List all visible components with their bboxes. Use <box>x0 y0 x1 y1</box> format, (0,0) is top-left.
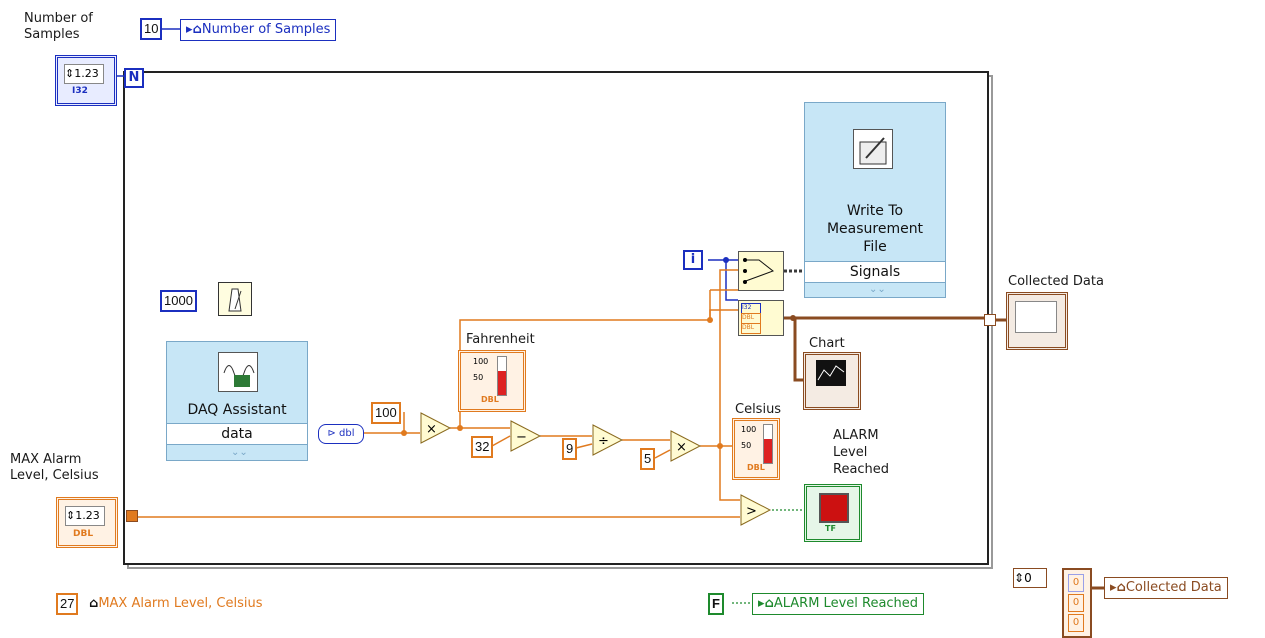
loop-count-terminal[interactable]: N <box>124 68 144 88</box>
celsius-indicator: 100 50 DBL <box>732 418 780 480</box>
fahrenheit-indicator: 100 50 DBL <box>458 350 526 412</box>
thermo-mid-label: 50 <box>741 441 752 450</box>
dbl-tag: DBL <box>747 463 765 472</box>
merge-signals-icon <box>742 258 775 284</box>
divide-node[interactable]: ÷ <box>592 424 624 456</box>
int-tag: I32 <box>72 86 88 96</box>
chart-indicator <box>803 352 861 410</box>
alarm-indicator: TF <box>804 484 862 542</box>
daq-data-terminal[interactable]: data <box>167 423 307 445</box>
expand-icon[interactable]: ⌄⌄ <box>231 447 248 458</box>
divide-symbol: ÷ <box>598 434 609 449</box>
dbl-tag: DBL <box>741 323 761 334</box>
convert-from-dynamic-icon[interactable]: ⊳ dbl <box>318 424 364 444</box>
numeric-icon: ⇕1.23 <box>65 506 105 526</box>
array-element[interactable]: 0 <box>1068 614 1084 632</box>
numeric-icon-text: 1.23 <box>74 67 99 80</box>
cluster-array-icon <box>1015 301 1057 333</box>
write-file-title: Write To Measurement File <box>826 203 924 255</box>
max-alarm-property-label: MAX Alarm Level, Celsius <box>98 596 263 611</box>
label-number-of-samples: Number of Samples <box>24 11 93 42</box>
numeric-icon-text: 1.23 <box>75 509 100 522</box>
num-samples-property-node[interactable]: ▸⌂Number of Samples <box>180 19 337 41</box>
to-chart-wire <box>793 318 804 382</box>
max-alarm-tunnel <box>126 510 138 522</box>
thermo-top-label: 100 <box>473 357 489 366</box>
label-alarm-reached: ALARM Level Reached <box>833 428 890 477</box>
write-measurement-file-vi[interactable]: Write To Measurement File Signals ⌄⌄ <box>804 102 946 298</box>
num-samples-constant[interactable]: 10 <box>140 18 163 40</box>
thermo-top-label: 100 <box>741 425 757 434</box>
collected-property-label: Collected Data <box>1125 580 1222 595</box>
waveform-chart-icon <box>816 360 846 386</box>
alarm-property-node[interactable]: ▸⌂ALARM Level Reached <box>752 593 925 615</box>
max-alarm-property-node[interactable]: ⌂MAX Alarm Level, Celsius <box>84 594 268 614</box>
bundle-node[interactable]: I32 DBL DBL <box>738 300 784 336</box>
label-max-alarm: MAX Alarm Level, Celsius <box>10 452 99 483</box>
build-array-node[interactable] <box>738 251 784 291</box>
multiply-node[interactable]: × <box>420 412 452 444</box>
array-index-value: 0 <box>1024 571 1032 585</box>
signals-terminal[interactable]: Signals <box>805 261 945 283</box>
alarm-property-label: ALARM Level Reached <box>773 596 919 611</box>
metronome-icon <box>228 288 242 312</box>
label-celsius: Celsius <box>735 402 782 417</box>
wait-ms-constant[interactable]: 1000 <box>160 290 197 312</box>
array-element[interactable]: 0 <box>1068 574 1084 592</box>
collected-array-constant[interactable]: 0 0 0 <box>1062 568 1092 638</box>
number-of-samples-control[interactable]: ⇕1.23 I32 <box>55 55 117 106</box>
num-samples-property-label: Number of Samples <box>201 22 331 37</box>
write-file-icon <box>853 129 893 169</box>
subtract-node[interactable]: − <box>510 420 542 452</box>
celsius-wire <box>700 269 738 447</box>
led-icon <box>819 493 849 523</box>
collected-tunnel <box>984 314 996 326</box>
thermo-mid-label: 50 <box>473 373 484 382</box>
alarm-false-constant[interactable]: F <box>708 593 724 615</box>
label-fahrenheit: Fahrenheit <box>466 332 535 347</box>
max-alarm-constant[interactable]: 27 <box>56 593 79 615</box>
multiply-node-2[interactable]: × <box>670 430 702 462</box>
divide-constant[interactable]: 9 <box>562 438 578 460</box>
greater-symbol: > <box>746 504 757 519</box>
tf-tag: TF <box>825 524 836 533</box>
daq-title: DAQ Assistant <box>187 402 287 418</box>
array-element[interactable]: 0 <box>1068 594 1084 612</box>
multiply-symbol: × <box>426 422 437 437</box>
thermometer-icon <box>497 356 507 396</box>
expand-icon[interactable]: ⌄⌄ <box>869 284 886 295</box>
array-index-display[interactable]: ⇕0 <box>1013 568 1047 588</box>
subtract-constant[interactable]: 32 <box>471 436 494 458</box>
dbl-tag: DBL <box>73 529 94 539</box>
collected-data-indicator <box>1006 292 1068 350</box>
max-alarm-control[interactable]: ⇕1.23 DBL <box>56 497 118 548</box>
subtract-symbol: − <box>516 430 527 445</box>
label-collected-data: Collected Data <box>1008 274 1104 289</box>
dbl-tag: DBL <box>481 395 499 404</box>
loop-iteration-terminal: i <box>683 250 703 270</box>
wait-ms-function[interactable] <box>218 282 252 316</box>
greater-than-node[interactable]: > <box>740 494 772 526</box>
label-chart: Chart <box>809 336 845 351</box>
daq-assistant-vi[interactable]: DAQ Assistant data ⌄⌄ <box>166 341 308 461</box>
multiply-constant[interactable]: 5 <box>640 448 656 470</box>
iteration-to-bundle-wire <box>725 260 738 301</box>
collected-property-node[interactable]: ▸⌂Collected Data <box>1104 577 1228 599</box>
thermometer-icon <box>763 424 773 464</box>
daq-icon <box>218 352 258 392</box>
numeric-icon: ⇕1.23 <box>64 64 104 84</box>
multiply-symbol: × <box>676 440 687 455</box>
multiplier-constant[interactable]: 100 <box>371 402 401 424</box>
